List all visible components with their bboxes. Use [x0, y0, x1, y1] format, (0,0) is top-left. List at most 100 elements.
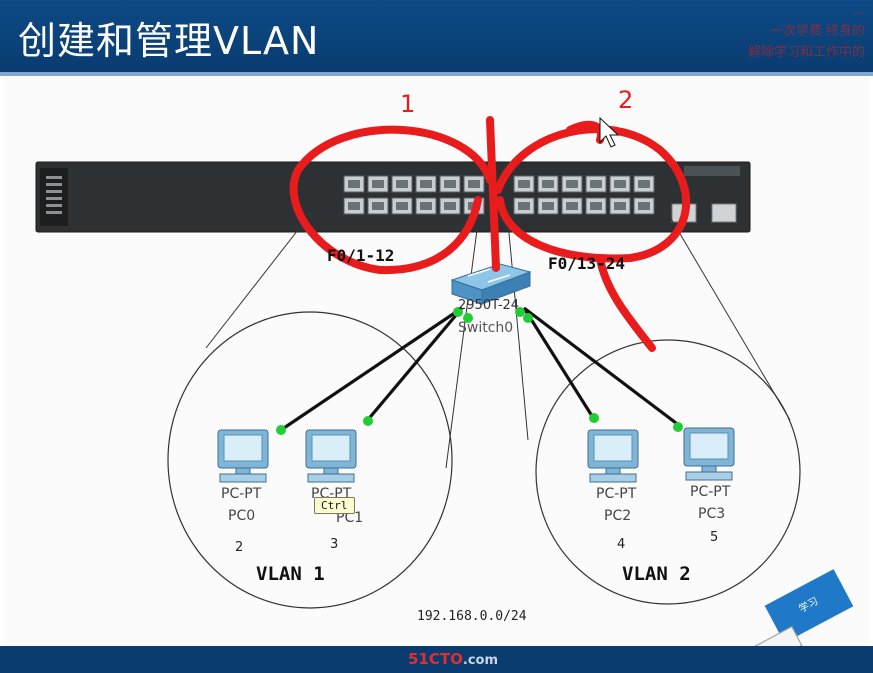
pc-icon-part: [605, 467, 621, 475]
watermark-line: 一次学费 终身的: [769, 24, 865, 39]
link-light: [453, 307, 463, 317]
pc-icon-part: [223, 434, 263, 462]
pc2-type-label: PC-PT: [596, 486, 637, 502]
pc-icon-part: [701, 465, 717, 473]
vlan1-label: VLAN 1: [256, 563, 325, 585]
switch-port-jack: [614, 180, 626, 188]
pc-icon-part: [307, 473, 355, 483]
link-light: [523, 313, 533, 323]
pc-0-icon[interactable]: [217, 429, 269, 483]
link-lights: [276, 307, 683, 435]
callout-lines: [205, 175, 791, 469]
switch-port-jack: [420, 202, 432, 210]
switch-port-jack: [542, 180, 554, 188]
switch-port-jack: [566, 180, 578, 188]
link-light: [589, 413, 599, 423]
port-range-label-1: F0/1-12: [327, 246, 395, 265]
pc-icon-part: [219, 473, 267, 483]
uplink-port-2[interactable]: [711, 203, 737, 223]
port-range-label-2: F0/13-24: [548, 254, 626, 273]
switch-port-block: [343, 175, 655, 215]
pc-icons: [217, 427, 735, 483]
pc-icon-part: [589, 473, 637, 483]
vlan1-boundary: [167, 311, 453, 609]
switch-chassis: [35, 161, 751, 233]
watermark-line: ...: [852, 3, 865, 18]
logo-suffix: .com: [462, 653, 498, 668]
switch-model-label: 2950T-24: [458, 298, 520, 313]
callout-line: [205, 175, 341, 349]
vlan2-label: VLAN 2: [622, 563, 691, 585]
vlan2-boundary: [535, 339, 801, 605]
switch-port-jack: [638, 202, 650, 210]
pc-icon-part: [235, 467, 251, 475]
callout-line: [445, 221, 479, 469]
pc3-type-label: PC-PT: [690, 484, 731, 500]
annotation-circle-1: [289, 125, 494, 275]
status-led: [46, 204, 62, 207]
pc0-number: 2: [235, 540, 244, 555]
switch-model-plate: [684, 166, 740, 176]
red-annotations: [289, 116, 690, 352]
switch-icon[interactable]: [450, 263, 532, 305]
annotation-number-2: 2: [618, 86, 634, 114]
annotation-divider: [486, 116, 500, 272]
switch-port-jack: [372, 180, 384, 188]
pc1-name-label: PC1: [336, 510, 364, 526]
mouse-cursor-icon: [599, 116, 620, 148]
switch-port-jack: [614, 202, 626, 210]
pc-3-icon[interactable]: [683, 427, 735, 481]
switch-port-jack: [420, 180, 432, 188]
link-light: [363, 416, 373, 426]
status-led: [46, 176, 62, 179]
switch-port-jack: [590, 202, 602, 210]
link-pc2[interactable]: [522, 307, 594, 417]
link-light: [673, 422, 683, 432]
slide-title: 创建和管理VLAN: [18, 19, 320, 63]
pc-icon-part: [311, 434, 351, 462]
annotation-stroke: [566, 120, 656, 352]
pc2-number: 4: [617, 537, 626, 552]
slide-watermark: ... 一次学费 终身的 解除学习和工作中的: [748, 0, 865, 63]
pc-icon-part: [685, 471, 733, 481]
pc-icon-part: [593, 434, 633, 462]
switch-port-jack: [372, 202, 384, 210]
link-pc1[interactable]: [364, 306, 464, 424]
link-pc3[interactable]: [523, 306, 681, 428]
switch-hardware-image[interactable]: [35, 161, 751, 233]
pc0-type-label: PC-PT: [221, 486, 262, 502]
footer-logo: 51CTO.com: [408, 650, 498, 668]
switch-port-jack: [444, 202, 456, 210]
switch-port-jack: [396, 180, 408, 188]
status-led: [46, 183, 62, 186]
pc0-name-label: PC0: [228, 508, 256, 524]
annotation-circle-2: [494, 125, 690, 263]
status-led: [46, 197, 62, 200]
switch-port-jack: [396, 202, 408, 210]
slide-header: [0, 0, 873, 72]
pc-1-icon[interactable]: [305, 429, 357, 483]
switch-port-jack: [542, 202, 554, 210]
link-pc0[interactable]: [277, 306, 463, 434]
pc-icon-part: [689, 432, 729, 460]
link-light: [515, 307, 525, 317]
switch-port-jack: [468, 180, 480, 188]
pc-2-icon[interactable]: [587, 429, 639, 483]
pc3-number: 5: [710, 530, 719, 545]
switch-port-jack: [348, 202, 360, 210]
switch-port-jack: [518, 180, 530, 188]
annotation-number-1: 1: [400, 90, 416, 118]
pc2-name-label: PC2: [604, 508, 632, 524]
switch-status-leds: [46, 176, 62, 214]
watermark-line: 解除学习和工作中的: [747, 45, 865, 60]
logo-text: 51CTO: [408, 650, 463, 668]
pc3-name-label: PC3: [698, 506, 726, 522]
switch-port-jack: [590, 180, 602, 188]
network-address-label: 192.168.0.0/24: [417, 609, 527, 624]
link-light: [276, 425, 286, 435]
switch-name-label: Switch0: [458, 320, 514, 336]
switch-port-jack: [348, 180, 360, 188]
status-led: [46, 211, 62, 214]
